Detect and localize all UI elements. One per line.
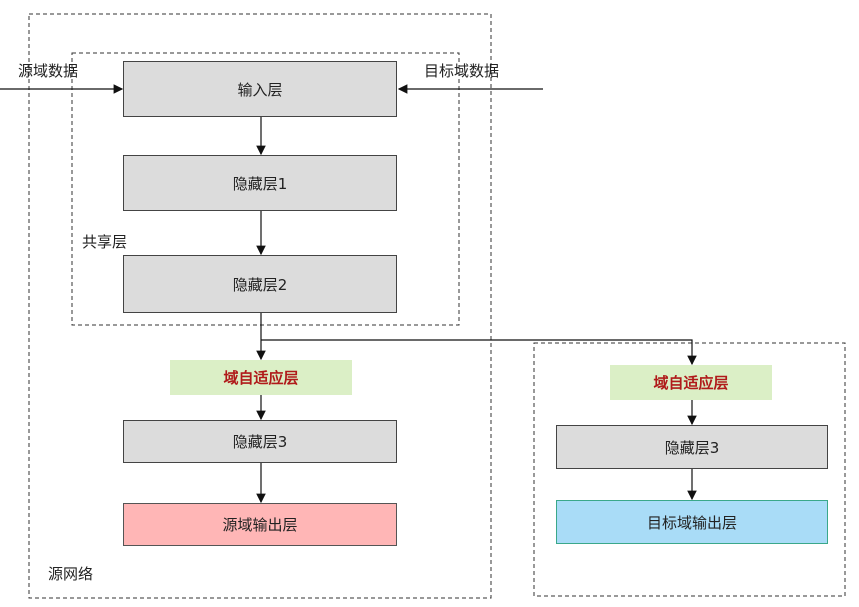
target-data-label: 目标域数据 [424,62,500,80]
target-domain-adaptation-layer: 域自适应层 [610,365,772,400]
branch-connector [261,339,697,366]
source-hidden-layer-3: 隐藏层3 [123,420,397,463]
hidden-layer-1: 隐藏层1 [123,155,397,211]
source-network-label: 源网络 [48,565,94,583]
input-layer: 输入层 [123,61,397,117]
hidden-layer-2: 隐藏层2 [123,255,397,313]
source-output-layer: 源域输出层 [123,503,397,546]
target-output-layer: 目标域输出层 [556,500,828,544]
shared-layer-label: 共享层 [82,233,128,251]
target-hidden-layer-3: 隐藏层3 [556,425,828,469]
source-domain-adaptation-layer: 域自适应层 [170,360,352,395]
source-network-frame [28,13,492,599]
target-network-frame [533,342,846,597]
source-data-label: 源域数据 [18,62,79,80]
